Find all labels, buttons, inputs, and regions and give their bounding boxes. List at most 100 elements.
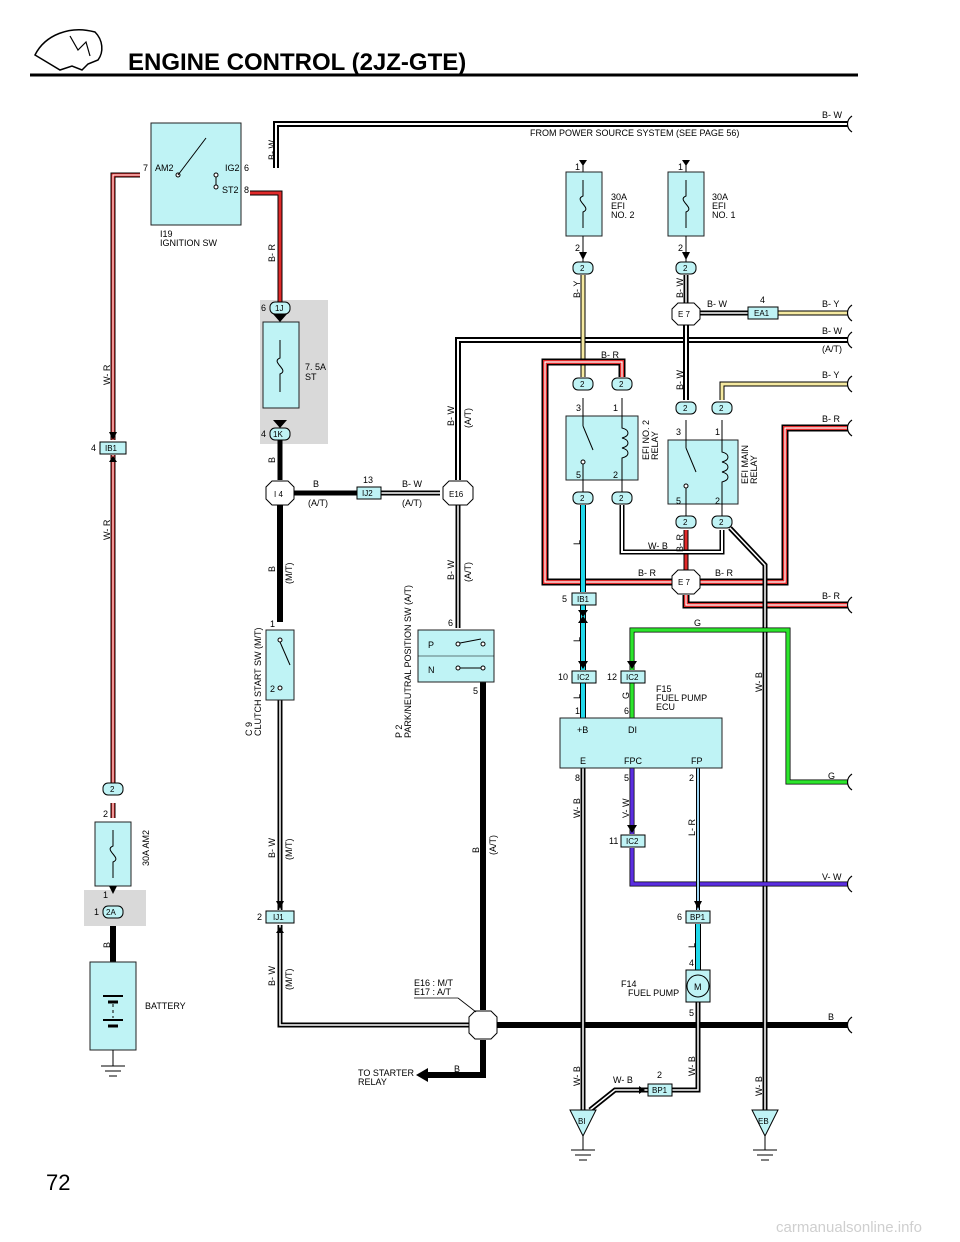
wire-label-vw-ecu: V- W bbox=[621, 798, 631, 818]
efi2-relay-pin5: 5 bbox=[576, 470, 581, 480]
efi1-fuse-name2: NO. 1 bbox=[712, 210, 736, 220]
wire-label-at-ij2: (A/T) bbox=[402, 498, 422, 508]
pn-switch-n-label: N bbox=[428, 665, 435, 675]
wire-label-at-right: (A/T) bbox=[822, 344, 842, 354]
note-e16: E16 : M/T bbox=[414, 978, 454, 988]
efi-main-relay-conn-3: 2 bbox=[683, 404, 688, 413]
fuel-pump-ecu: +B DI E FPC FP 1 6 8 5 2 F15 FUEL PUMP E… bbox=[559, 684, 723, 783]
to-starter-line2: RELAY bbox=[358, 1077, 387, 1087]
efi2-fuse-rating: 30A bbox=[611, 192, 627, 202]
ea1-pin: 4 bbox=[760, 295, 765, 305]
wire-label-at-pn-bottom: (A/T) bbox=[488, 835, 498, 855]
ecu-pin1: 1 bbox=[575, 706, 580, 716]
wire-label-b-1k: B bbox=[267, 457, 277, 463]
wire-label-by-ea1: B- Y bbox=[822, 299, 839, 309]
ib1-left-id: IB1 bbox=[105, 444, 118, 453]
wire-label-br-relay: B- R bbox=[601, 350, 620, 360]
efi-main-relay-conn-1: 2 bbox=[719, 404, 724, 413]
st-fuse-name: ST bbox=[305, 372, 317, 382]
ecu-b-terminal: +B bbox=[577, 725, 588, 735]
wire-label-br-right: B- R bbox=[822, 414, 841, 424]
watermark: carmanualsonline.info bbox=[776, 1219, 922, 1236]
ground-bi: BI bbox=[569, 1109, 597, 1161]
header: ENGINE CONTROL (2JZ-GTE) bbox=[30, 29, 858, 77]
wire-label-b-starter: B bbox=[454, 1064, 460, 1074]
st-fuse-rating: 7. 5A bbox=[305, 362, 326, 372]
wire-label-by-right: B- Y bbox=[822, 370, 839, 380]
ecu-pin2: 2 bbox=[689, 773, 694, 783]
bp1-b-pin: 2 bbox=[657, 1070, 662, 1080]
ignition-pin-am2: 7 bbox=[143, 163, 148, 173]
am2-fuse-pin-conn: 1 bbox=[94, 907, 99, 917]
efi-main-relay-pin2: 2 bbox=[715, 496, 720, 506]
pn-switch-name: PARK/NEUTRAL POSITION SW (A/T) bbox=[403, 585, 413, 738]
wire-label-bw-main-relay: B- W bbox=[675, 369, 685, 390]
wire-label-l-ic2: L bbox=[572, 694, 582, 699]
wires bbox=[110, 121, 848, 1120]
clutch-pin1: 1 bbox=[270, 619, 275, 629]
efi1-fuse: 2 1 2 30A EFI NO. 1 bbox=[667, 160, 736, 275]
wire-label-g-ic2: G bbox=[621, 692, 631, 699]
ic2-c-id: IC2 bbox=[626, 837, 639, 846]
fuel-pump-pin4: 4 bbox=[689, 958, 694, 968]
to-starter-arrow bbox=[416, 1068, 428, 1082]
wire-label-br-bottom: B- R bbox=[822, 591, 841, 601]
efi2-relay-conn-1: 2 bbox=[619, 380, 624, 389]
efi2-fuse-conn: 2 bbox=[580, 264, 585, 273]
wire-label-br-e7-right: B- R bbox=[715, 568, 734, 578]
wire-label-at-pn: (A/T) bbox=[463, 562, 473, 582]
to-starter-line1: TO STARTER bbox=[358, 1068, 415, 1078]
wire-label-wb-bp1: W- B bbox=[613, 1075, 633, 1085]
clutch-sw-ref: C 9 bbox=[244, 722, 254, 736]
ecu-name2: ECU bbox=[656, 702, 675, 712]
ecu-pin5: 5 bbox=[624, 773, 629, 783]
wire-label-by-efi2: B- Y bbox=[572, 281, 582, 298]
efi-main-relay: 2 2 2 2 3 1 5 2 EFI MAIN RELAY bbox=[667, 401, 759, 529]
wire-label-b-i4: B bbox=[313, 479, 319, 489]
clutch-pin2: 2 bbox=[270, 684, 275, 694]
page-number: 72 bbox=[46, 1170, 70, 1195]
wire-label-b-pn: B bbox=[471, 847, 481, 853]
wire-label-bw-efi1: B- W bbox=[675, 277, 685, 298]
ecu-pin8: 8 bbox=[575, 773, 580, 783]
am2-fuse: 2 2A 2 1 1 30A AM2 bbox=[94, 782, 151, 919]
efi2-relay-conn-2: 2 bbox=[619, 494, 624, 503]
efi2-fuse-pin-top: 1 bbox=[575, 162, 580, 172]
wire-label-wb-eb-top: W- B bbox=[754, 672, 764, 692]
st-fuse-conn-bot: 1K bbox=[273, 430, 283, 439]
wire-label-g-top: G bbox=[694, 618, 701, 628]
wire-label-bw-bottom: B- W bbox=[267, 965, 277, 986]
wire-label-l-pump: L bbox=[687, 943, 697, 948]
fuel-pump-ref: F14 bbox=[621, 979, 637, 989]
efi1-fuse-pin-top: 1 bbox=[678, 162, 683, 172]
ib1-mid-id: IB1 bbox=[577, 595, 590, 604]
am2-fuse-pin-top: 2 bbox=[103, 809, 108, 819]
wire-label-br-e7: B- R bbox=[675, 533, 685, 552]
pn-switch-pin6: 6 bbox=[448, 618, 453, 628]
ecu-name1: FUEL PUMP bbox=[656, 693, 707, 703]
ecu-di-terminal: DI bbox=[628, 725, 637, 735]
wire-label-l-ib1: L bbox=[572, 637, 582, 642]
wire-label-bw-pn: B- W bbox=[446, 559, 456, 580]
wire-label-b-battery: B bbox=[102, 942, 112, 948]
fuel-pump-symbol: M bbox=[694, 982, 702, 992]
e7-mid-id: E 7 bbox=[678, 578, 691, 587]
ib1-mid-pin: 5 bbox=[562, 594, 567, 604]
efi2-fuse-name1: EFI bbox=[611, 201, 625, 211]
st-fuse-pin-bot: 4 bbox=[261, 429, 266, 439]
fuel-pump-name: FUEL PUMP bbox=[628, 988, 679, 998]
clutch-start-switch: 1 2 C 9 CLUTCH START SW (M/T) bbox=[244, 619, 295, 736]
wire-label-wb-pump: W- B bbox=[687, 1056, 697, 1076]
ignition-am2-terminal: AM2 bbox=[155, 163, 174, 173]
ic2-a-id: IC2 bbox=[577, 673, 590, 682]
efi2-relay-name2: RELAY bbox=[650, 431, 660, 460]
efi-main-relay-pin3: 3 bbox=[676, 427, 681, 437]
wire-label-mt-ij1: (M/T) bbox=[284, 839, 294, 861]
connectors: IB1 4 I 4 IJ2 13 E16 IJ1 2 E 7 E 7 EA1 4 bbox=[91, 295, 779, 1097]
i4-id: I 4 bbox=[274, 490, 283, 499]
wire-label-at-e16: (A/T) bbox=[463, 408, 473, 428]
ij1-id: IJ1 bbox=[273, 913, 284, 922]
continuation-marks bbox=[846, 115, 853, 1034]
fuel-pump-pin5: 5 bbox=[689, 1008, 694, 1018]
efi2-relay-conn-5: 2 bbox=[580, 494, 585, 503]
